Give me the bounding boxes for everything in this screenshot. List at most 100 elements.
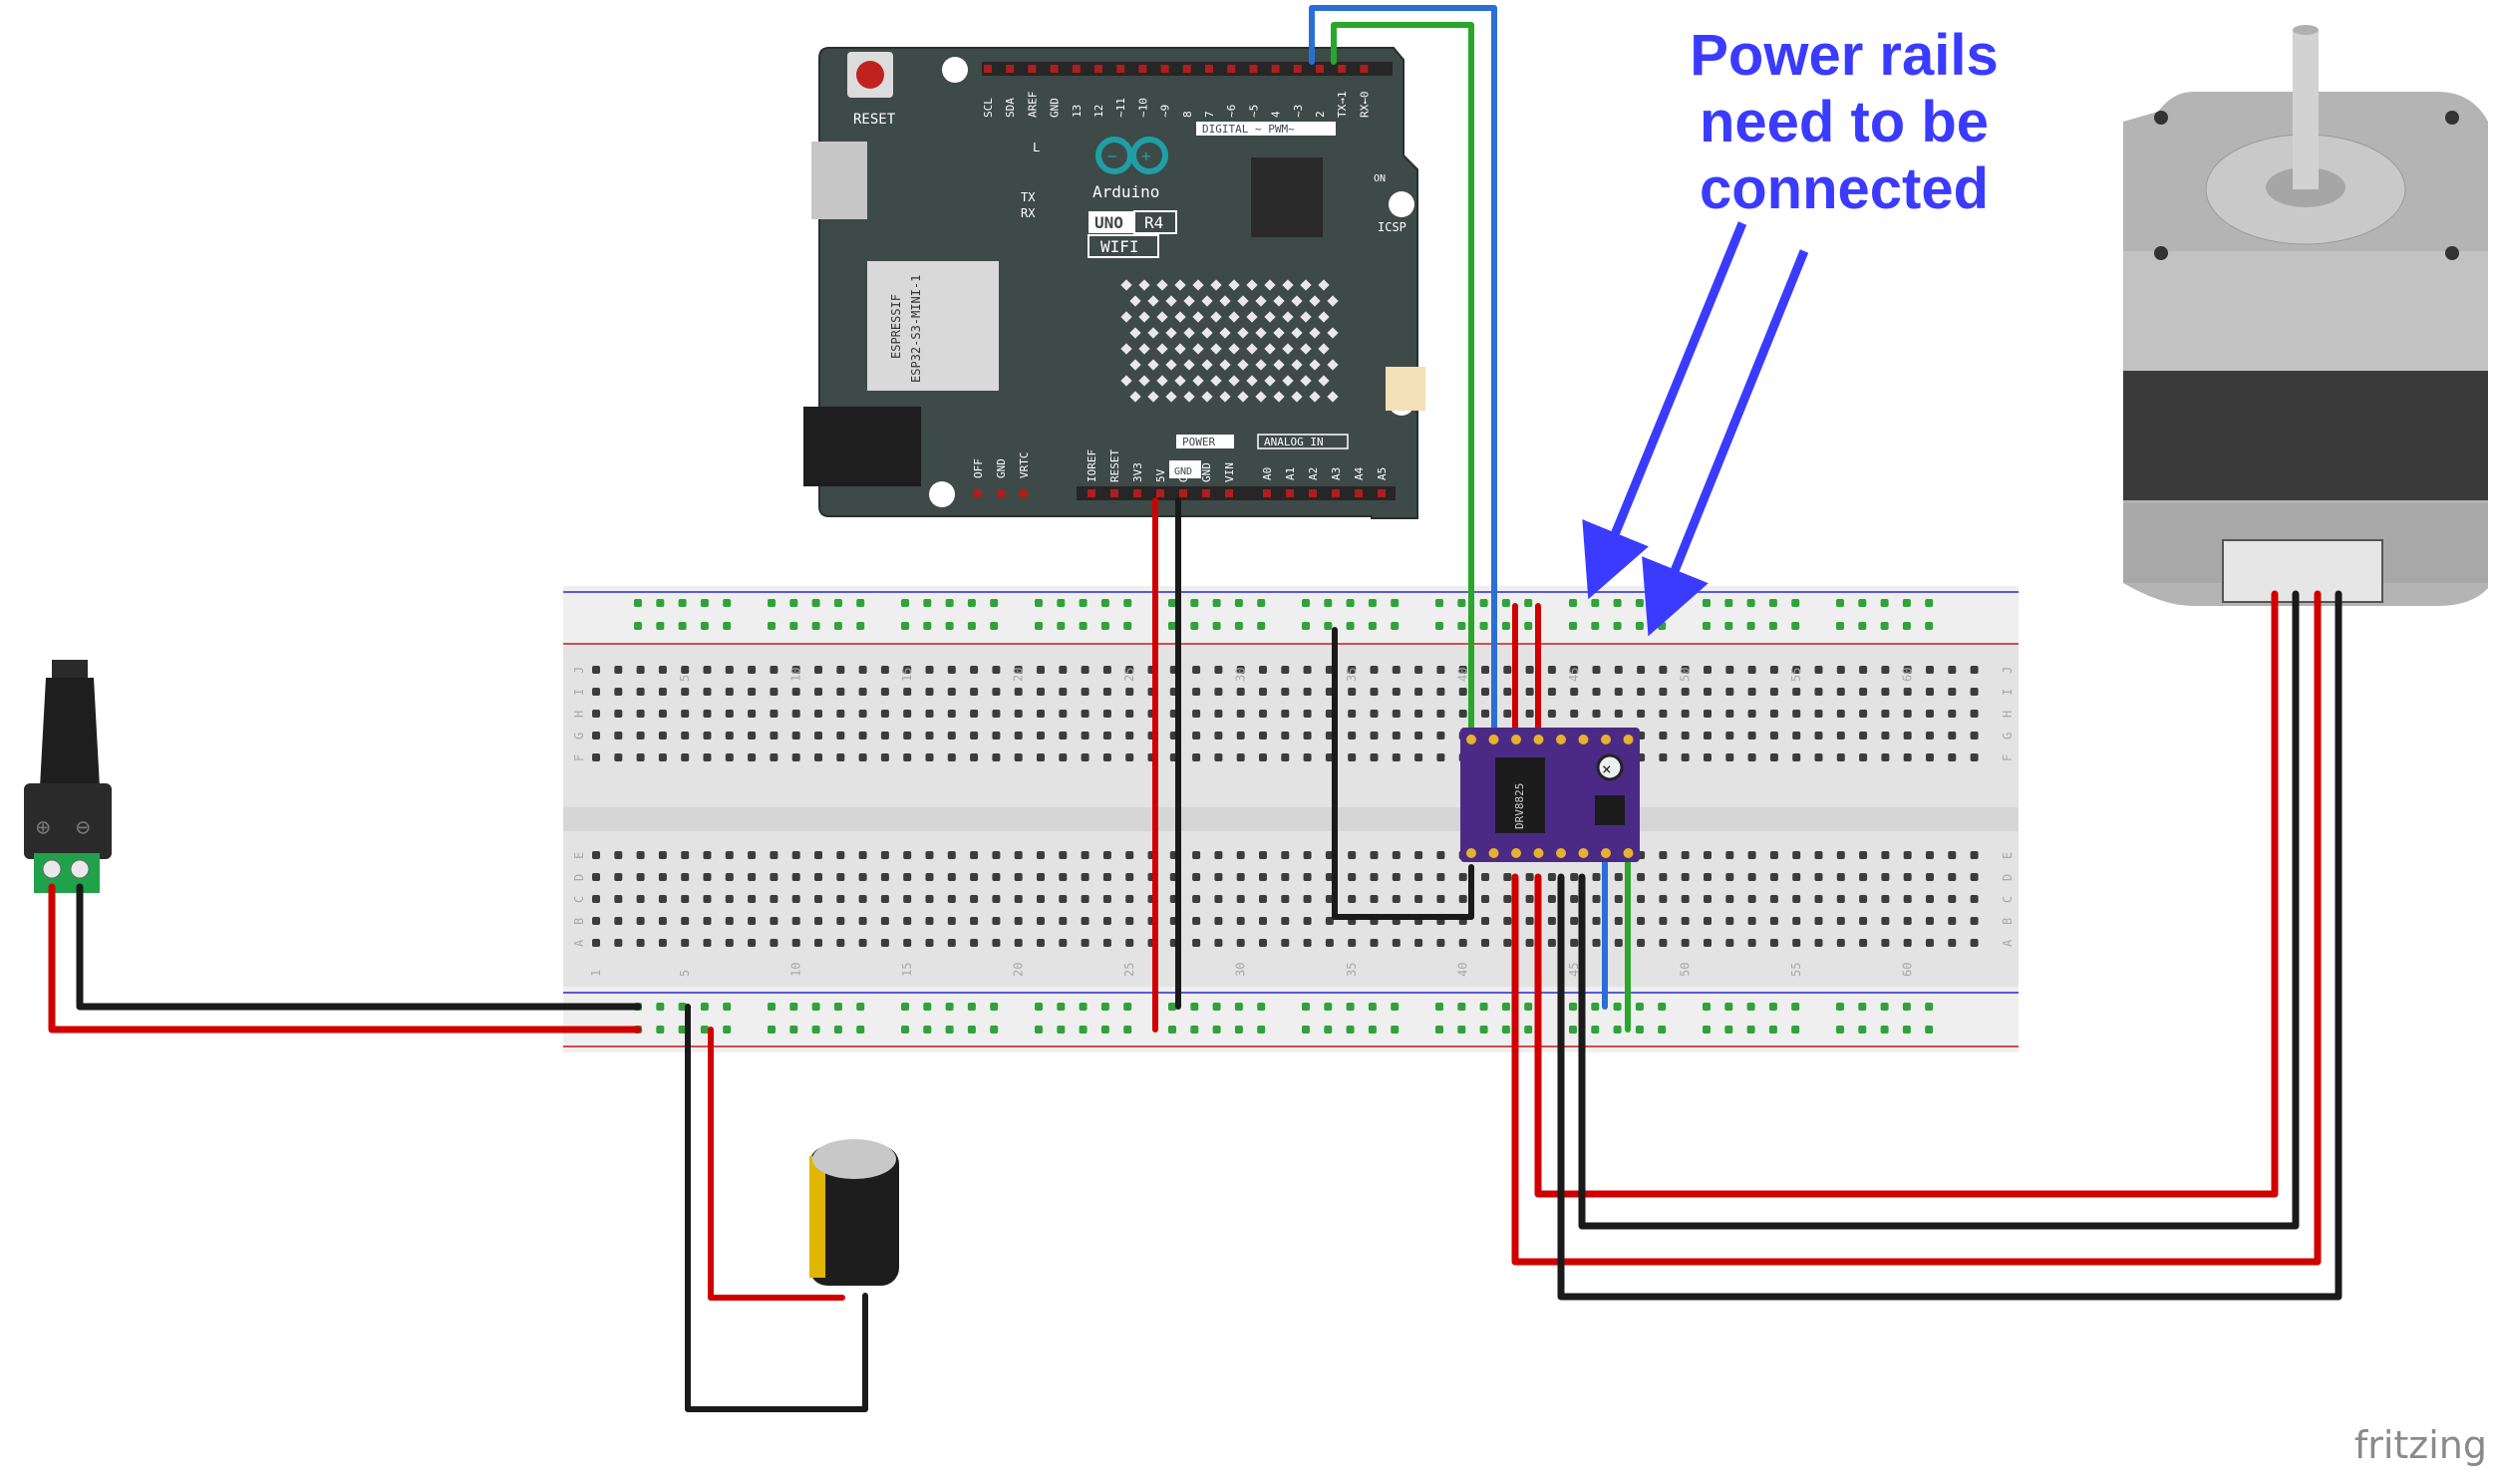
rail-hole (1212, 599, 1221, 607)
wifi-label: WIFI (1100, 237, 1139, 256)
breadboard-hole (1747, 732, 1756, 740)
matrix-led (1165, 295, 1177, 307)
breadboard-hole (1348, 688, 1357, 696)
breadboard-hole (1792, 688, 1801, 696)
breadboard-hole (925, 666, 934, 674)
pin-label: ~6 (1225, 105, 1238, 118)
breadboard-hole (636, 710, 645, 718)
breadboard-hole (1037, 753, 1045, 761)
rail-hole (789, 622, 798, 630)
matrix-led (1201, 327, 1213, 339)
rail-hole (1613, 1003, 1622, 1011)
pin-label: OFF (972, 458, 985, 478)
row-letter: A (2001, 939, 2015, 947)
rail-hole (1212, 1026, 1221, 1034)
breadboard-hole (1436, 753, 1445, 761)
motor-connector (2222, 539, 2383, 603)
breadboard-hole (1059, 917, 1068, 925)
matrix-led (1300, 279, 1312, 291)
breadboard-hole (1325, 917, 1334, 925)
breadboard-hole (1259, 688, 1267, 696)
header-pin (1050, 65, 1059, 73)
breadboard-hole (880, 732, 889, 740)
breadboard-hole (636, 753, 645, 761)
breadboard-hole (1481, 710, 1489, 718)
column-number: 50 (1679, 668, 1693, 682)
rail-hole (1836, 1026, 1844, 1034)
breadboard-hole (1525, 917, 1534, 925)
pin-label: A4 (1353, 466, 1366, 480)
breadboard-hole (681, 753, 690, 761)
breadboard-hole (1214, 666, 1223, 674)
breadboard-hole (681, 873, 690, 881)
rail-hole (1079, 599, 1088, 607)
row-letter: E (2001, 852, 2015, 859)
rail-hole (1880, 1026, 1889, 1034)
breadboard-hole (1125, 710, 1134, 718)
rail-hole (967, 1003, 976, 1011)
rail-hole (1234, 1003, 1243, 1011)
breadboard-hole (1859, 710, 1868, 718)
rail-hole (945, 1003, 954, 1011)
breadboard-hole (1481, 917, 1489, 925)
breadboard-hole (1637, 688, 1646, 696)
power-header-label: POWER (1182, 436, 1215, 448)
rail-hole (1703, 1026, 1711, 1034)
breadboard-hole (1214, 688, 1223, 696)
rail-hole (1190, 1003, 1199, 1011)
header-pin (1133, 489, 1141, 497)
breadboard-hole (1903, 939, 1912, 947)
breadboard-hole (1769, 851, 1778, 859)
breadboard-hole (1725, 895, 1734, 903)
breadboard-hole (1503, 895, 1512, 903)
breadboard-hole (1214, 873, 1223, 881)
rail-hole (1569, 622, 1577, 630)
rail-hole (1057, 1026, 1066, 1034)
breadboard-hole (1303, 710, 1312, 718)
breadboard-hole (748, 753, 757, 761)
breadboard-hole (970, 917, 979, 925)
led-tx-label: TX (1021, 190, 1036, 204)
jack-plus-label: ⊕ (36, 813, 50, 841)
header-pin (1271, 65, 1280, 73)
breadboard-hole (1926, 851, 1934, 859)
pin-label: VRTC (1018, 452, 1031, 479)
breadboard-hole (1725, 666, 1734, 674)
breadboard-hole (1970, 666, 1979, 674)
rail-hole (1591, 599, 1600, 607)
on-label: ON (1374, 173, 1386, 184)
rail-hole (1858, 1003, 1867, 1011)
reset-button[interactable] (847, 52, 893, 98)
matrix-led (1327, 359, 1339, 371)
breadboard-hole (947, 666, 956, 674)
power-rails-annotation: Power rails need to be connected (1595, 22, 2093, 222)
breadboard-hole (836, 873, 845, 881)
rail-hole (990, 599, 999, 607)
svg-text:×: × (1602, 759, 1612, 778)
breadboard-hole (1014, 895, 1023, 903)
pin-label: SCL (982, 98, 995, 118)
pin-label: VIN (1223, 462, 1236, 482)
rail-hole (678, 1026, 687, 1034)
breadboard-hole (1836, 688, 1845, 696)
rail-hole (1703, 1003, 1711, 1011)
breadboard-hole (947, 732, 956, 740)
rail-hole (1635, 1003, 1644, 1011)
matrix-led (1210, 311, 1222, 323)
breadboard-hole (1637, 939, 1646, 947)
breadboard-hole (1814, 917, 1823, 925)
wire-motor-coil-a2 (1534, 590, 2279, 1198)
breadboard-hole (1436, 732, 1445, 740)
breadboard-hole (1747, 753, 1756, 761)
breadboard-hole (614, 732, 623, 740)
breadboard-hole (970, 666, 979, 674)
breadboard-hole (992, 732, 1001, 740)
wire-jack-positive (48, 883, 642, 1034)
breadboard-hole (814, 753, 822, 761)
matrix-led (1255, 359, 1267, 371)
breadboard-hole (1881, 895, 1890, 903)
driver-pin (1556, 735, 1566, 744)
matrix-led (1174, 279, 1186, 291)
